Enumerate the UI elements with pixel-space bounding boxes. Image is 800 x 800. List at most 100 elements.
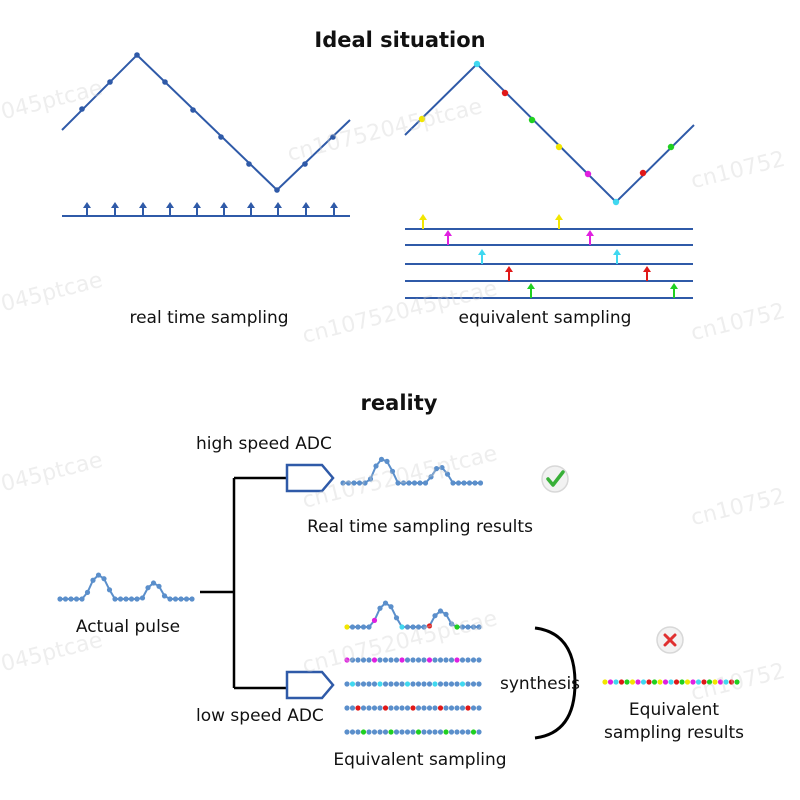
sample-point (404, 624, 411, 630)
sample-point (378, 456, 385, 462)
sample-point (717, 679, 724, 685)
sample-point (355, 729, 361, 735)
sample-point (139, 595, 146, 601)
sample-point (404, 657, 411, 663)
sample-point (443, 681, 449, 687)
real-time-sampling-label: real time sampling (129, 308, 289, 328)
sample-point (360, 705, 367, 711)
real-time-sample-arrows (83, 202, 338, 216)
sample-point (302, 161, 308, 167)
synthesis-bracket (534, 626, 577, 740)
sample-point (459, 624, 466, 630)
sample-point (150, 580, 157, 586)
sample-point (454, 681, 460, 687)
sample-point (344, 705, 350, 711)
sample-point (472, 480, 478, 486)
sample-point (190, 107, 196, 113)
sample-arrow (505, 266, 513, 281)
sample-point (393, 705, 400, 711)
sample-point (433, 466, 440, 472)
sample-point (437, 705, 444, 711)
sample-point (465, 705, 471, 711)
sample-point (461, 480, 467, 486)
sample-point (454, 729, 460, 735)
sample-point (459, 729, 466, 735)
sample-point (432, 729, 438, 735)
reality-title: reality (360, 391, 438, 415)
sample-point (555, 143, 563, 151)
sample-point (640, 679, 647, 685)
sample-point (454, 624, 460, 630)
sample-arrow (586, 230, 594, 245)
real-time-results-label: Real time sampling results (307, 517, 533, 537)
sample-point (162, 79, 168, 85)
sample-point (371, 729, 378, 735)
sample-point (101, 576, 107, 582)
sample-arrow (419, 214, 427, 229)
sample-point (79, 106, 85, 112)
sample-point (684, 679, 691, 685)
sample-point (349, 681, 356, 687)
sample-point (189, 596, 195, 602)
sample-point (68, 596, 74, 602)
sample-point (371, 681, 378, 687)
sample-point (712, 679, 718, 685)
sample-arrow (193, 202, 201, 216)
sample-arrow (613, 249, 621, 264)
sample-point (123, 596, 129, 602)
sample-point (218, 134, 224, 140)
sample-arrow (111, 202, 119, 216)
sample-point (602, 679, 608, 685)
sample-point (355, 705, 361, 711)
sample-point (437, 608, 444, 614)
sample-point (393, 681, 400, 687)
sample-point (448, 621, 455, 627)
sample-point (406, 480, 412, 486)
sample-point (646, 679, 652, 685)
sample-point (344, 729, 350, 735)
sample-point (274, 187, 280, 193)
sample-point (417, 480, 423, 486)
sample-point (459, 657, 466, 663)
sample-point (443, 657, 449, 663)
sample-point (428, 474, 434, 480)
actual-pulse (57, 572, 195, 602)
sample-arrow (330, 202, 338, 216)
sample-point (377, 681, 383, 687)
sample-point (399, 624, 405, 630)
sample-point (662, 679, 669, 685)
sample-point (178, 596, 184, 602)
sample-point (360, 681, 367, 687)
sample-point (415, 681, 422, 687)
sample-arrow (670, 283, 678, 298)
synthesis-label: synthesis (500, 674, 581, 694)
sample-point (373, 463, 379, 469)
sample-arrow (139, 202, 147, 216)
sample-arrow (83, 202, 91, 216)
equivalent-sample-arrows (419, 214, 678, 298)
equivalent-result-points (602, 679, 740, 685)
pulse-line (347, 601, 479, 628)
sample-row (344, 681, 482, 687)
sample-point (382, 657, 389, 663)
sample-point (410, 705, 416, 711)
sample-point (635, 679, 641, 685)
sample-point (415, 729, 422, 735)
sample-point (388, 604, 394, 610)
sample-point (360, 729, 367, 735)
sample-point (344, 624, 350, 630)
sample-point (667, 143, 675, 151)
sample-point (246, 161, 252, 167)
sample-point (362, 480, 368, 486)
sample-point (410, 681, 416, 687)
sample-arrow (302, 202, 310, 216)
sample-point (161, 593, 168, 599)
sample-point (371, 705, 378, 711)
sample-point (366, 705, 372, 711)
sample-point (367, 476, 374, 482)
sample-point (432, 705, 438, 711)
sample-point (421, 729, 427, 735)
sample-point (470, 729, 477, 735)
sample-point (404, 705, 411, 711)
sample-point (134, 596, 140, 602)
